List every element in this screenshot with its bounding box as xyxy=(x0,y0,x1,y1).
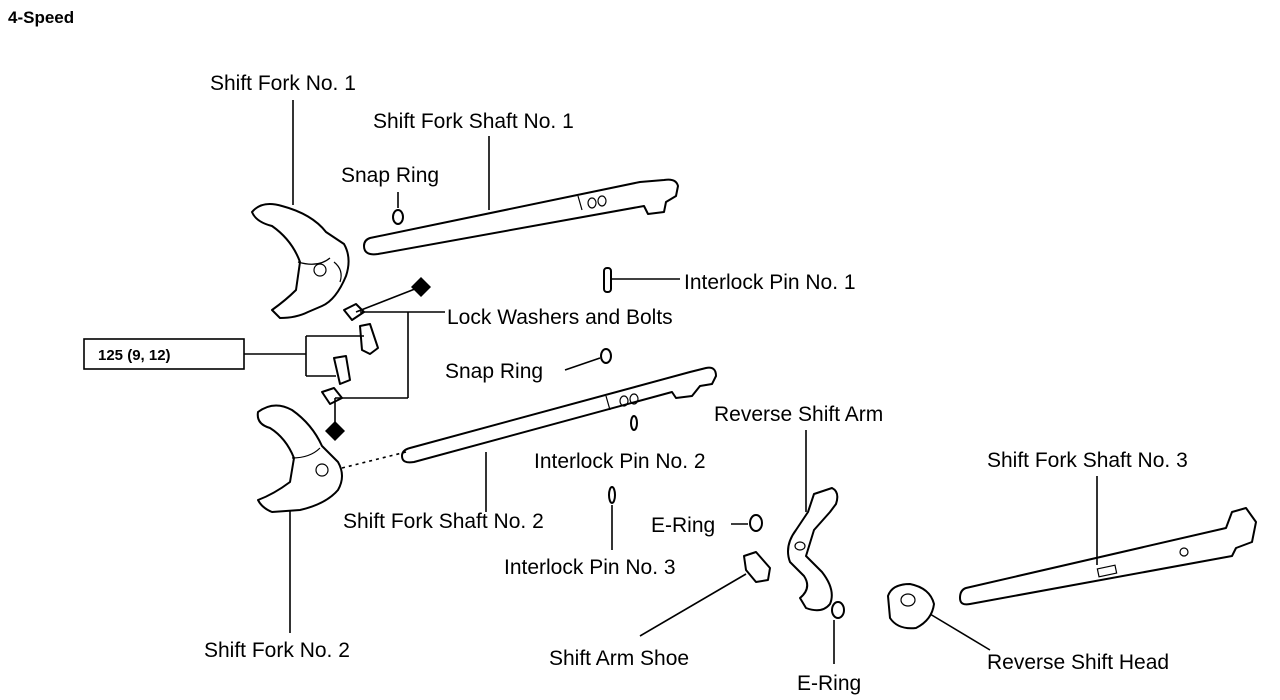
bolt-marker-upper xyxy=(411,277,431,297)
leader-lines xyxy=(244,100,1098,664)
label-interlock-pin-1: Interlock Pin No. 1 xyxy=(684,271,856,294)
reverse-shift-head-part xyxy=(887,583,935,630)
diagram-title: 4-Speed xyxy=(8,8,74,27)
e-ring-upper-part xyxy=(749,514,763,532)
shift-arm-shoe-part xyxy=(743,551,771,583)
label-e-ring-lower: E-Ring xyxy=(797,672,861,695)
e-ring-lower-part xyxy=(831,601,845,619)
label-e-ring-upper: E-Ring xyxy=(651,514,715,537)
reverse-shift-arm-part xyxy=(787,487,839,612)
label-reverse-shift-arm: Reverse Shift Arm xyxy=(714,403,883,426)
label-snap-ring-upper: Snap Ring xyxy=(341,164,439,187)
shift-fork-1-part xyxy=(251,203,350,319)
label-shift-fork-shaft-3: Shift Fork Shaft No. 3 xyxy=(987,449,1188,472)
interlock-pin-1-part xyxy=(603,267,612,293)
label-shift-fork-shaft-2: Shift Fork Shaft No. 2 xyxy=(343,510,544,533)
label-shift-fork-1: Shift Fork No. 1 xyxy=(210,72,356,95)
shift-fork-shaft-1-part xyxy=(363,178,679,256)
label-interlock-pin-2: Interlock Pin No. 2 xyxy=(534,450,706,473)
snap-ring-upper-part xyxy=(392,209,404,225)
interlock-pin-2-part xyxy=(630,415,638,431)
bolt-marker-lower xyxy=(325,421,345,441)
label-shift-fork-shaft-1: Shift Fork Shaft No. 1 xyxy=(373,110,574,133)
label-interlock-pin-3: Interlock Pin No. 3 xyxy=(504,556,676,579)
snap-ring-lower-part xyxy=(600,348,612,364)
shift-fork-shaft-3-part xyxy=(959,507,1257,606)
label-shift-fork-2: Shift Fork No. 2 xyxy=(204,639,350,662)
label-reverse-shift-head: Reverse Shift Head xyxy=(987,651,1169,674)
lock-washers-and-bolts-part xyxy=(321,303,379,405)
label-snap-ring-lower: Snap Ring xyxy=(445,360,543,383)
torque-spec-box xyxy=(83,338,245,370)
torque-spec-value: 125 (9, 12) xyxy=(98,347,171,364)
shift-fork-shaft-2-part xyxy=(401,366,717,464)
shift-fork-2-part xyxy=(256,404,343,513)
label-shift-arm-shoe: Shift Arm Shoe xyxy=(549,647,689,670)
label-lock-washers-and-bolts: Lock Washers and Bolts xyxy=(447,306,673,329)
interlock-pin-3-part xyxy=(608,486,616,504)
